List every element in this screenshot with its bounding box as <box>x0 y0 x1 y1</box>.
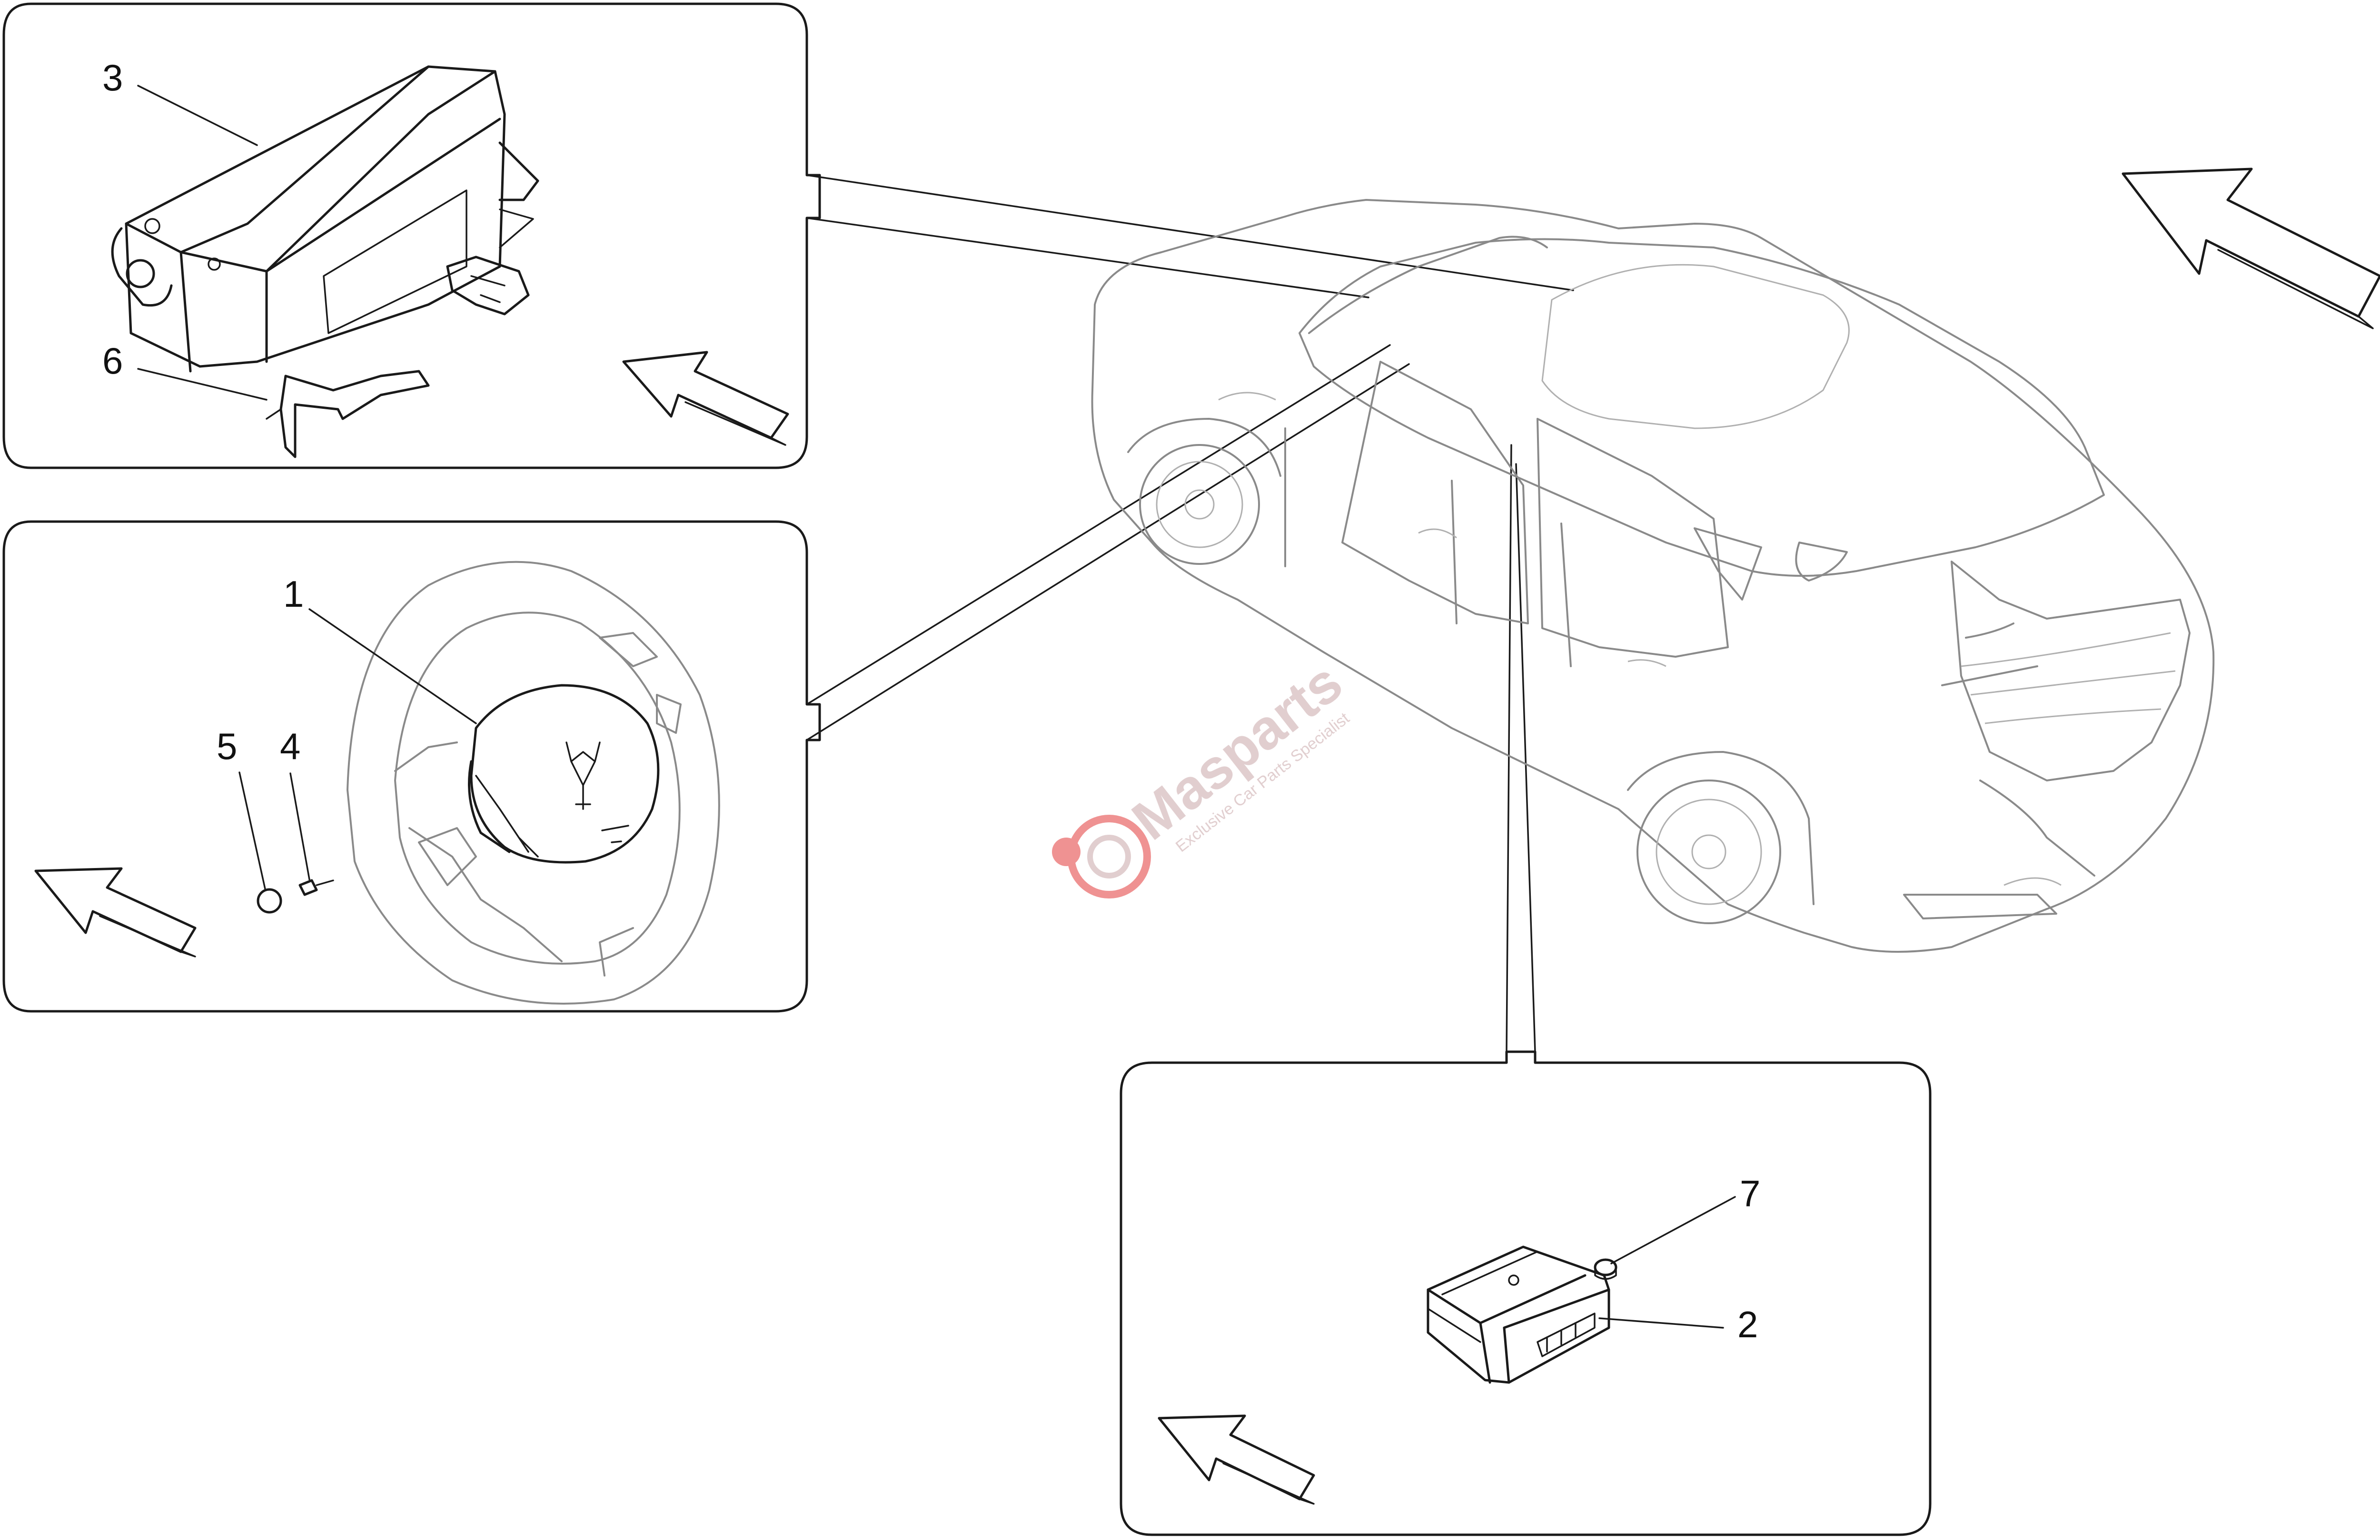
passenger-airbag-module <box>111 65 539 458</box>
callout-7: 7 <box>1740 1173 1760 1214</box>
callout-6: 6 <box>102 340 123 382</box>
arrow-panel3-icon <box>1158 1414 1315 1501</box>
arrow-panel1-icon <box>622 351 789 439</box>
arrow-panel2-icon <box>34 867 197 953</box>
callout-1: 1 <box>283 573 304 615</box>
panel-control-unit <box>1120 1050 1932 1536</box>
panel-passenger-airbag <box>2 2 821 469</box>
airbag-control-unit <box>1427 1245 1617 1384</box>
callout-3: 3 <box>102 57 123 99</box>
panel-steering-airbag <box>2 520 821 1013</box>
callout-5: 5 <box>217 725 237 767</box>
callout-4: 4 <box>280 725 300 767</box>
watermark-brand: Masparts <box>1121 651 1354 852</box>
leader-lines <box>806 174 1574 1053</box>
watermark-disc-icon <box>1067 815 1151 898</box>
watermark-logo: Masparts Exclusive Car Parts Specialist <box>1052 651 1354 898</box>
steering-wheel-assembly <box>257 561 720 1005</box>
direction-arrow-icons <box>34 168 2380 1505</box>
arrow-top-right-icon <box>2122 168 2380 318</box>
callout-2: 2 <box>1737 1303 1758 1345</box>
car-illustration <box>1091 199 2215 953</box>
callout-leaders <box>137 85 1736 1329</box>
